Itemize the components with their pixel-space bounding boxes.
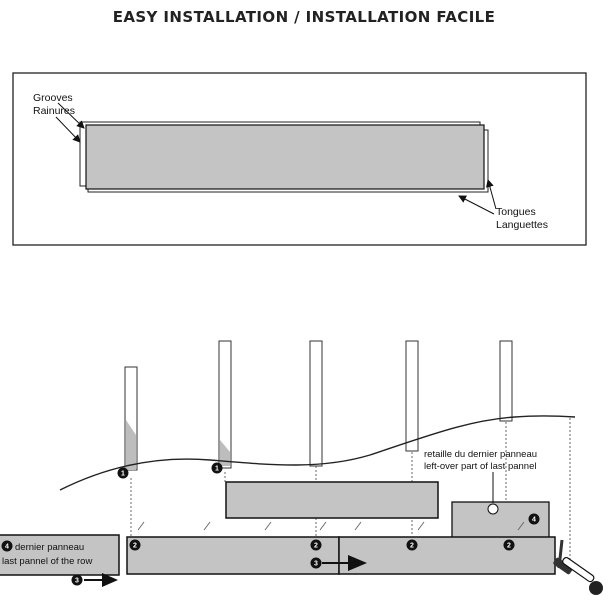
svg-text:3: 3 [314, 561, 318, 568]
last-panel-label-fr: dernier panneau [15, 542, 84, 553]
grooves-callout: Grooves Rainures [33, 92, 85, 143]
hammer-icon [553, 539, 603, 595]
svg-text:2: 2 [133, 543, 137, 550]
svg-text:2: 2 [314, 543, 318, 550]
rainures-label: Rainures [33, 105, 75, 117]
svg-text:1: 1 [121, 471, 125, 478]
board-illustration [79, 121, 489, 193]
leftover-label-fr: retaille du dernier panneau [424, 449, 537, 460]
step-marker-3b: 3 [310, 557, 322, 569]
step-marker-2a: 2 [129, 539, 141, 551]
last-panel-label-en: last pannel of the row [2, 556, 92, 567]
leftover-annotation: retaille du dernier panneau left-over pa… [424, 449, 537, 503]
svg-text:1: 1 [215, 466, 219, 473]
languettes-label: Languettes [496, 219, 548, 231]
page-title: EASY INSTALLATION / INSTALLATION FACILE [112, 8, 496, 26]
last-panel-annotation: dernier panneau last pannel of the row [2, 542, 92, 567]
last-panel-piece [0, 534, 120, 576]
svg-text:2: 2 [410, 543, 414, 550]
wall-studs [124, 340, 513, 471]
push-arrows [84, 555, 367, 587]
svg-text:2: 2 [507, 543, 511, 550]
leftover-panel [225, 481, 439, 519]
nails [137, 521, 525, 531]
bottom-row-panels [126, 536, 556, 575]
svg-text:4: 4 [5, 544, 9, 551]
svg-text:4: 4 [532, 517, 536, 524]
grooves-label: Grooves [33, 92, 73, 104]
step-marker-1b: 1 [211, 462, 223, 474]
top-panel-frame [12, 72, 587, 246]
step-marker-3a: 3 [71, 574, 83, 586]
tongues-callout: Tongues Languettes [458, 179, 548, 231]
tongues-label: Tongues [496, 206, 536, 218]
step-marker-2d: 2 [503, 539, 515, 551]
svg-text:3: 3 [75, 578, 79, 585]
step-marker-2c: 2 [406, 539, 418, 551]
leftover-label-en: left-over part of last pannel [424, 461, 536, 472]
step-marker-2b: 2 [310, 539, 322, 551]
step-marker-1a: 1 [117, 467, 129, 479]
uneven-floor-line [59, 415, 576, 491]
step-marker-4b: 4 [528, 513, 540, 525]
step-marker-4a: 4 [1, 540, 13, 552]
